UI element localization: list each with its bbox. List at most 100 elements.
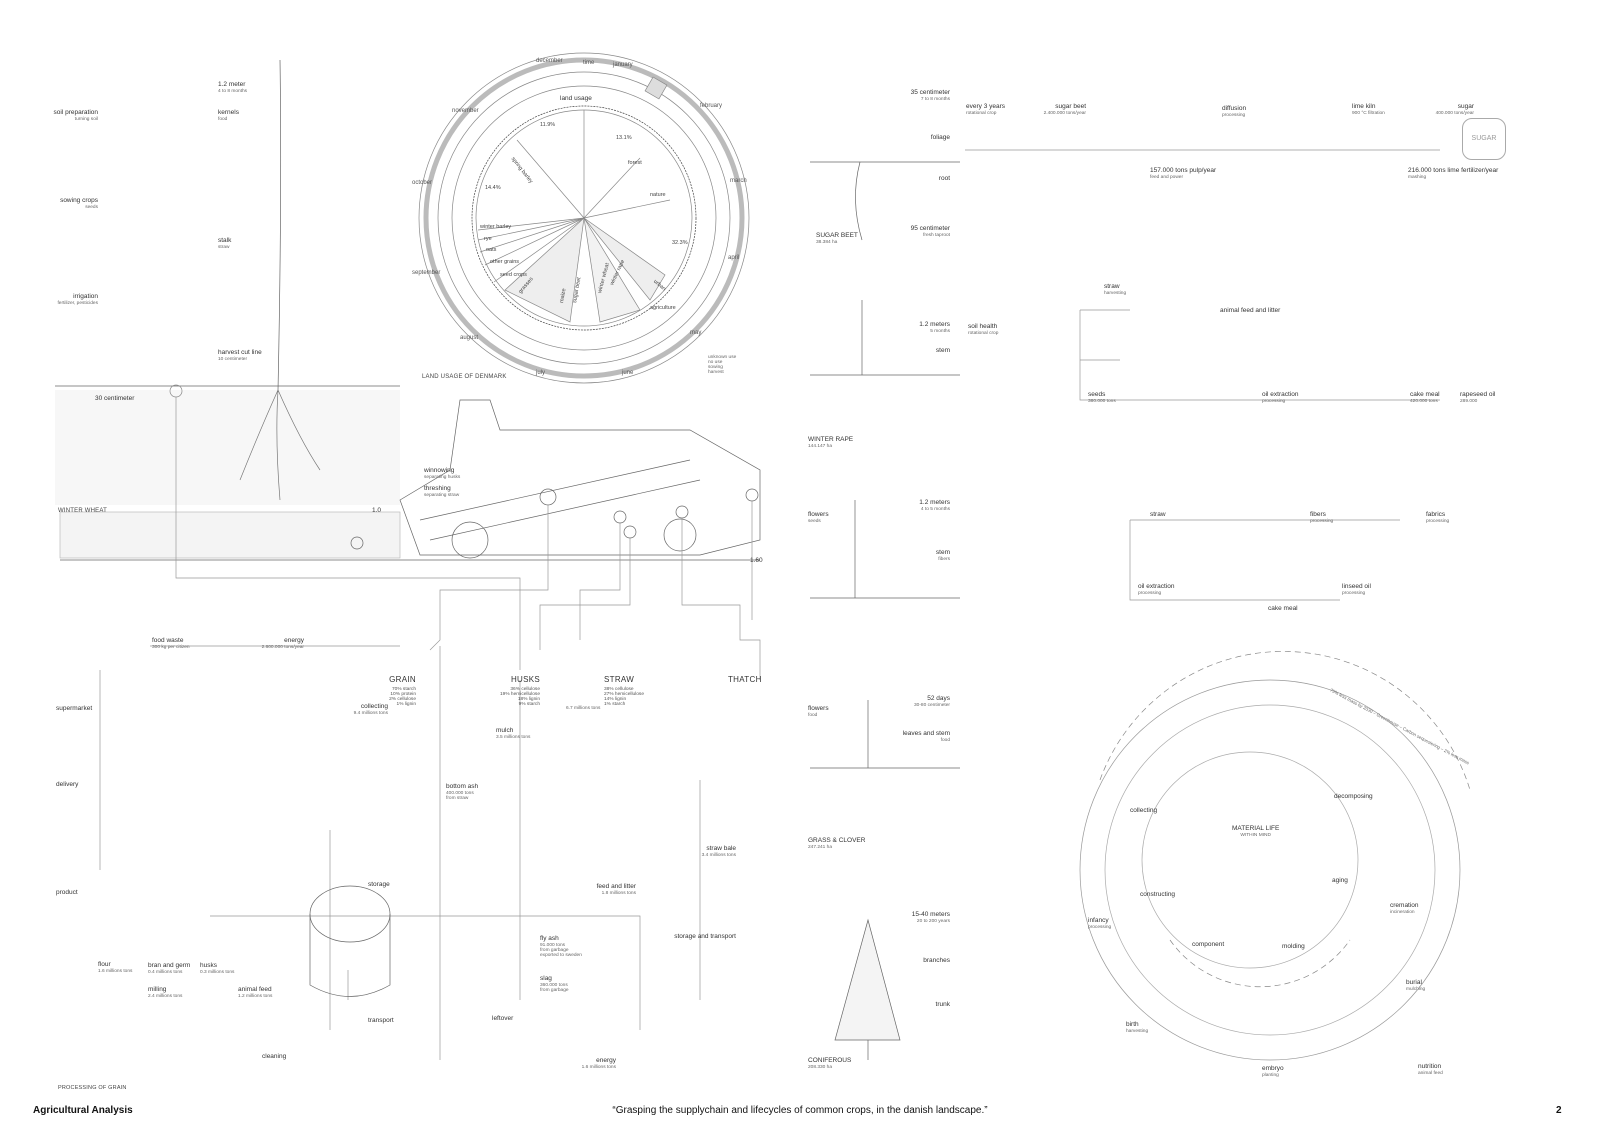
grain-fly-ash-t: fly ash (540, 935, 559, 942)
stage-constructing: constructing (1140, 891, 1175, 899)
wheat-stalk-s: straw (218, 244, 230, 250)
plants-grass-leaves-s: food (940, 737, 950, 743)
label-animal-feed-litter: animal feed and litter (1220, 307, 1280, 315)
rape-chain-oil-s: 289.000 (1460, 398, 1478, 404)
label-trunk: trunk (900, 1001, 950, 1009)
month-november: november (452, 108, 479, 114)
grain-straw-amount: 6.7 millions tons (566, 706, 601, 711)
rape-chain-oil-ext-t: oil extraction (1262, 391, 1299, 398)
grain-fly-ash-s3: exported to sweden (540, 952, 582, 958)
grain-husks-head-comp-1: 19% hemicellulose (500, 691, 540, 697)
grain-grain-t: GRAIN (389, 675, 416, 684)
rape-chain-soil-t: soil health (968, 323, 998, 330)
plants-grass-flowers-s: food (808, 712, 818, 718)
flax-chain-linseed-s: processing (1342, 590, 1366, 596)
plants-coniferous-name: CONIFEROUS (808, 1057, 852, 1064)
footer-quote: “Grasping the supplychain and lifecycles… (612, 1105, 988, 1116)
month-march: march (730, 178, 747, 184)
label-flax-straw: straw (1150, 511, 1166, 519)
sugar-chain-lime-kiln-t: lime kiln (1352, 103, 1376, 110)
material-life-stages-cremation: cremation (1390, 902, 1419, 909)
grain-slag-t: slag (540, 975, 552, 982)
material-life-stages-nutrition: nutrition (1418, 1063, 1442, 1070)
plants-grass-area: 247.241 ha (808, 844, 833, 850)
month-july: july (536, 370, 546, 376)
plants-flax-flowers: flowers (808, 511, 829, 518)
wheat-threshing-t: threshing (424, 485, 451, 492)
plants-flax-stem: stem (935, 549, 950, 556)
grain-grain-comp-0: 70% starch (392, 686, 416, 692)
material-life-stages-burial-s: mulching (1406, 986, 1426, 992)
grain-supermarket: supermarket (56, 705, 93, 712)
grain-husks-s: 0.3 millions tons (200, 969, 235, 975)
silo-drawing (309, 885, 391, 997)
wheat-height-t: 1.2 meter (218, 81, 246, 88)
label-product: product (56, 889, 78, 897)
material-life-stages-infancy-s: processing (1088, 924, 1112, 930)
material-life-stages-aging: aging (1332, 877, 1348, 884)
combine-harvester-drawing (350, 399, 761, 559)
slice-nature: nature (650, 192, 666, 198)
grain-straw-bale-t: straw bale (706, 845, 736, 852)
slice-winter-barley: winter barley (480, 224, 512, 230)
rape-chain-seeds-s: 380.000 tons (1088, 398, 1116, 404)
material-life-stages-cremation-s: incineration (1390, 909, 1415, 915)
material-life-stages-embryo-s: planting (1262, 1072, 1279, 1078)
rape-chain-oil-t: rapeseed oil (1460, 391, 1496, 398)
sugar-chain-diffusion-s: processing (1222, 112, 1246, 118)
month-april: april (728, 255, 740, 261)
land-usage-title: LAND USAGE OF DENMARK (422, 374, 507, 380)
plants-flax-flowers-s: seeds (808, 518, 821, 524)
label-rape-stem: stem (900, 347, 950, 355)
scale-1-0: 1.0 (372, 507, 381, 515)
grain-flour-s: 1.6 millions tons (98, 968, 133, 974)
wheat-sowing-s: seeds (85, 204, 98, 210)
grain-straw-head-t: STRAW (604, 675, 635, 684)
wheat-kernels-s: food (218, 116, 228, 122)
grain-transport: transport (368, 1017, 394, 1024)
grain-bottom-ash-s: 400.000 tons (446, 790, 474, 796)
month-february: february (700, 103, 723, 109)
flax-chain-cake-t: cake meal (1268, 605, 1298, 612)
plants-winter-rape-name: WINTER RAPE (808, 436, 854, 443)
grain-slag-s: 360.000 tons (540, 982, 568, 988)
flax-chain-fabrics-s: processing (1426, 518, 1450, 524)
percent-winter-barley: 14.4% (485, 185, 501, 191)
grain-collecting-t: collecting (360, 703, 388, 710)
material-life-title: MATERIAL LIFE (1232, 825, 1280, 832)
rape-chain-oil-ext-s: processing (1262, 398, 1286, 404)
material-life-stages-infancy: infancy (1088, 917, 1109, 924)
material-life-stages-molding: molding (1282, 943, 1305, 950)
wheat-irrigation-s: fertilizer, pesticides (57, 300, 98, 306)
label-delivery: delivery (56, 781, 78, 789)
grain-husks-head-t: HUSKS (510, 675, 540, 684)
grain-straw-head-comp-0: 38% cellulose (604, 686, 634, 692)
grain-energy-top-s: 2.600.000 tons/year (261, 644, 304, 650)
percent-forest: 13.1% (616, 135, 632, 141)
material-life-stages-component: component (1192, 941, 1225, 948)
plants-flax-stem-s: fibers (938, 556, 950, 562)
grain-thatch: THATCH (728, 675, 762, 684)
sugar-chain-sugar-t: sugar (1457, 103, 1474, 110)
plants-grass-height-s: 30-80 centimeter (914, 702, 950, 708)
grain-straw-head-comp-1: 27% hemicellulose (604, 691, 644, 697)
material-life-stages-decomposing: decomposing (1334, 793, 1373, 800)
plants-winter-rape-height: 1.2 meters (919, 321, 950, 328)
